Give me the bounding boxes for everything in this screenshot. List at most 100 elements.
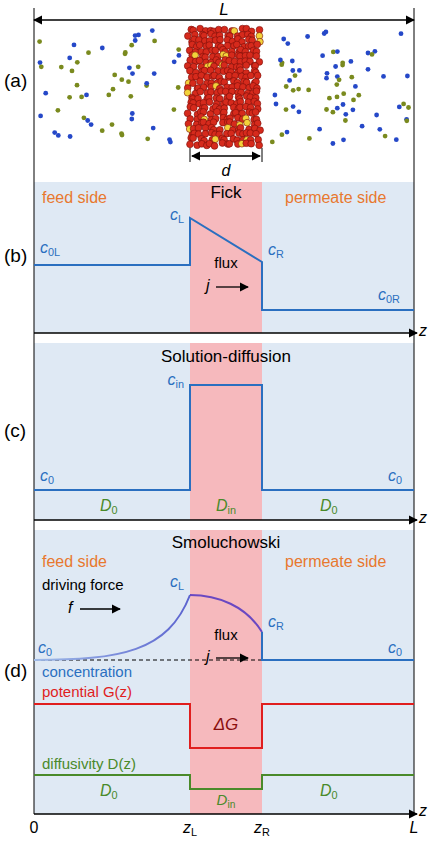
concentration-label: c0 — [38, 638, 52, 657]
boundary-line — [34, 8, 35, 814]
membrane-atom — [247, 72, 254, 79]
flux-label: flux — [214, 254, 237, 272]
solute-particle — [399, 31, 404, 36]
membrane-atom — [214, 108, 221, 115]
solute-particle — [341, 102, 346, 107]
membrane-atom — [248, 140, 255, 147]
membrane-atom — [256, 26, 263, 33]
panel-letter: (d) — [4, 660, 27, 683]
diffusivity-label: D0 — [320, 781, 338, 800]
membrane-atom — [196, 42, 203, 49]
solute-particle — [293, 73, 298, 78]
flux-arrow — [216, 657, 248, 658]
solute-particle — [106, 93, 111, 98]
solute-particle — [172, 59, 177, 64]
concentration-profile — [34, 385, 414, 490]
diffusivity-label: Din — [217, 791, 236, 809]
solute-particle — [340, 60, 345, 65]
panel-ground — [34, 343, 414, 520]
solute-particle — [280, 132, 285, 137]
diffusivity-label: D0 — [100, 781, 118, 800]
concentration-profile — [262, 632, 414, 660]
solute-particle — [401, 102, 406, 107]
thickness-tick — [262, 148, 263, 162]
solute-particle — [167, 137, 172, 142]
solute-particle — [297, 109, 302, 114]
solute-particle — [274, 102, 279, 107]
solute-particle — [129, 43, 134, 48]
membrane-atom — [185, 33, 192, 40]
solute-particle — [374, 113, 379, 118]
panel-letter: (c) — [4, 420, 26, 443]
solute-particle — [327, 96, 332, 101]
solute-particle — [86, 50, 91, 55]
solute-particle — [341, 91, 346, 96]
solute-particle — [349, 59, 354, 64]
membrane-atom — [197, 88, 204, 95]
solute-particle — [56, 108, 61, 113]
solute-particle — [343, 118, 348, 123]
membrane-atom — [196, 57, 203, 64]
concentration-label: cin — [168, 370, 184, 389]
solute-particle — [281, 37, 286, 42]
solute-particle — [287, 78, 292, 83]
axis-tick-label: zR — [254, 818, 270, 837]
axis-tick-label: zL — [183, 818, 197, 837]
solute-particle — [37, 39, 42, 44]
solute-particle — [38, 60, 43, 65]
membrane-atom — [190, 80, 197, 87]
solute-particle — [291, 104, 296, 109]
solute-particle — [324, 107, 329, 112]
side-label: permeate side — [285, 552, 386, 571]
solute-particle — [285, 130, 290, 135]
dimension-label: L — [219, 0, 228, 20]
membrane-atom — [254, 41, 261, 48]
profile-label: concentration — [42, 663, 132, 681]
solute-particle — [296, 87, 301, 92]
solute-particle — [337, 77, 342, 82]
side-label: permeate side — [285, 188, 386, 207]
solute-particle — [68, 134, 73, 139]
solute-particle — [110, 122, 115, 127]
solute-particle — [177, 53, 182, 58]
diffusivity-label: Din — [216, 496, 236, 515]
solute-particle — [133, 38, 138, 43]
solute-particle — [405, 74, 410, 79]
membrane-atom — [212, 47, 219, 54]
solute-particle — [127, 65, 132, 70]
force-arrow — [80, 608, 120, 609]
solute-particle — [67, 56, 72, 61]
solute-particle — [144, 81, 149, 86]
solute-particle — [331, 141, 336, 146]
membrane-atom — [187, 141, 194, 148]
membrane-atom — [206, 99, 213, 106]
solute-particle — [306, 88, 311, 93]
side-label: feed side — [42, 188, 107, 207]
solute-particle — [150, 28, 155, 33]
concentration-label: c0 — [388, 638, 402, 657]
solute-particle — [377, 127, 382, 132]
solute-particle — [297, 68, 302, 73]
solute-particle — [126, 79, 131, 84]
concentration-label: c0R — [378, 285, 400, 304]
concentration-label: c0L — [40, 238, 60, 257]
solute-particle — [39, 64, 44, 69]
concentration-profile — [34, 595, 190, 660]
solute-particle — [324, 30, 329, 35]
solute-particle — [333, 64, 338, 69]
solute-particle — [343, 112, 348, 117]
solute-particle — [52, 130, 57, 135]
flux-label: flux — [214, 626, 237, 644]
membrane-atom — [197, 78, 204, 85]
panel-ground — [34, 182, 414, 333]
solute-particle — [331, 50, 336, 55]
membrane-atom — [212, 136, 219, 143]
solute-particle — [129, 117, 134, 122]
axis-tick-label: 0 — [30, 818, 39, 837]
panel-title: Fick — [210, 183, 241, 203]
solute-particle — [72, 43, 77, 48]
solute-particle — [123, 50, 128, 55]
concentration-label: c0 — [40, 466, 54, 485]
force-symbol: f — [68, 598, 72, 617]
solute-particle — [273, 93, 278, 98]
